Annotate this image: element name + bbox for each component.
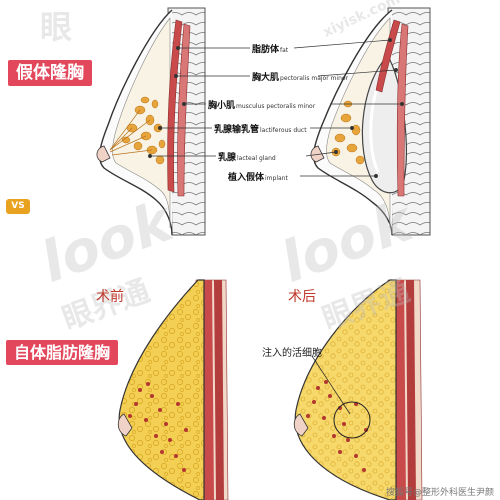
before-fat-graft-diagram (117, 279, 229, 500)
implant-breast-diagram (310, 7, 431, 236)
versus-badge: VS (6, 199, 30, 214)
label-pectoralis-major: 胸大肌pectoralis major minor (252, 73, 349, 83)
source-credit: 搜狐号@整形外科医生尹颜 (385, 488, 494, 498)
label-pectoralis-minor: 胸小肌musculus pectoralis minor (208, 101, 316, 111)
label-implant: 植入假体implant (228, 173, 288, 183)
caption-after: 术后 (288, 289, 316, 305)
cell-callout-circle (333, 401, 371, 439)
injected-cells-note: 注入的活细胞 (262, 348, 322, 359)
label-fat: 脂肪体fat (252, 45, 289, 55)
caption-before: 术前 (96, 289, 124, 305)
leader-lines (148, 38, 404, 178)
label-lacteal-gland: 乳腺lacteal gland (218, 153, 276, 163)
fat-graft-augmentation-tag: 自体脂肪隆胸 (6, 340, 119, 366)
label-lactiferous-duct: 乳腺输乳管lactiferous duct (214, 125, 307, 135)
natural-breast-diagram (96, 7, 206, 236)
after-fat-graft-diagram (293, 279, 423, 500)
implant-augmentation-tag: 假体隆胸 (8, 60, 92, 87)
